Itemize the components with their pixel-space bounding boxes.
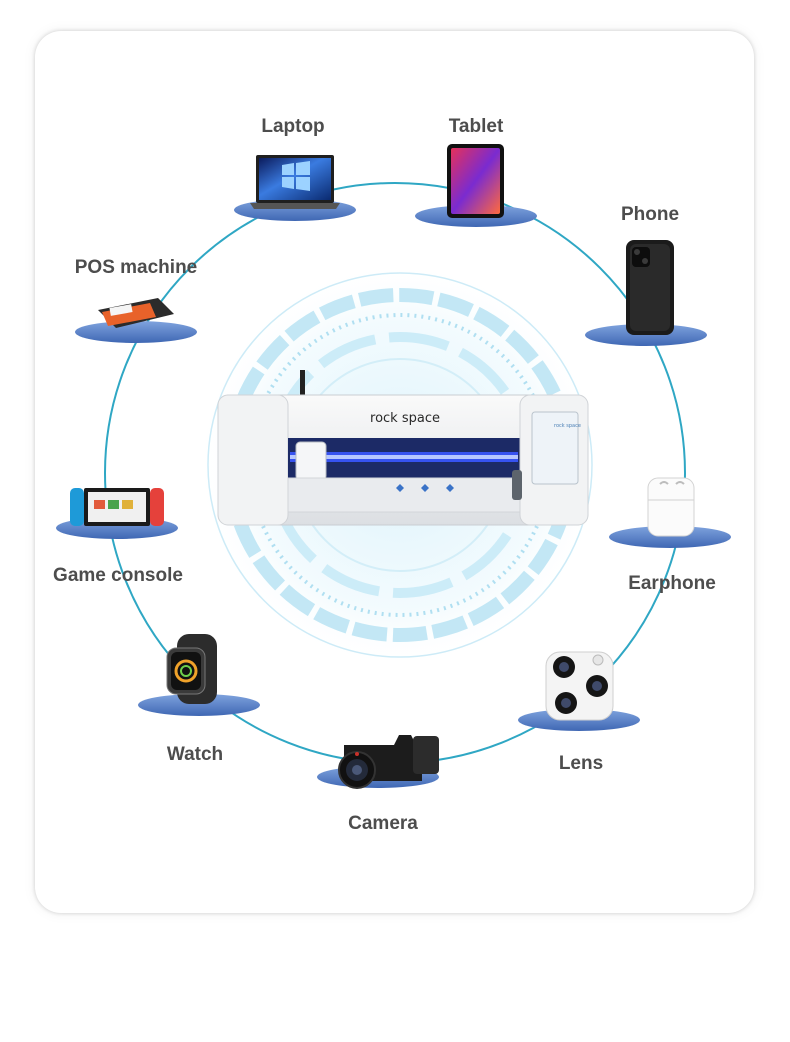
cutter-machine [217, 370, 589, 526]
label-phone: Phone [620, 204, 680, 225]
label-laptop: Laptop [261, 116, 325, 137]
label-tablet: Tablet [448, 116, 504, 137]
lens-icon [545, 651, 614, 721]
game-console-icon [70, 488, 164, 526]
camera-icon [338, 735, 439, 789]
label-lens: Lens [558, 753, 604, 774]
pedestal-earphone [609, 526, 731, 548]
tablet-icon [447, 144, 504, 218]
pos-icon [98, 298, 174, 328]
pedestal-pos [75, 321, 197, 343]
phone-icon [626, 240, 674, 335]
label-game-console: Game console [53, 565, 183, 586]
label-watch: Watch [166, 744, 224, 765]
label-pos-machine: POS machine [74, 257, 198, 278]
label-earphone: Earphone [628, 573, 716, 594]
earphone-icon [647, 477, 695, 537]
laptop-icon [250, 155, 340, 209]
label-camera: Camera [348, 813, 418, 834]
cutter-brand-label: rock space [370, 411, 440, 426]
pedestal-watch [138, 694, 260, 716]
cutter-screen-brand: rock space [554, 423, 581, 429]
watch-icon [166, 634, 217, 704]
